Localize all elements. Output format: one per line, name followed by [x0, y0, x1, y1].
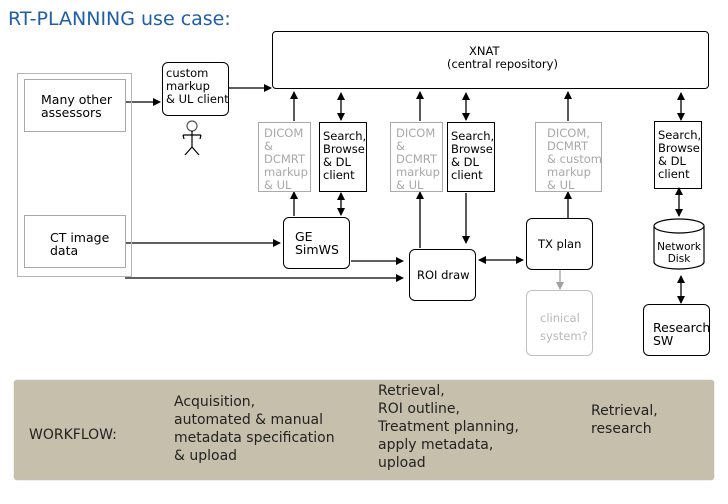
clinical-system: clinical system?: [526, 290, 593, 356]
xnat-subtitle: (central repository): [447, 57, 558, 71]
many-other-assessors: Many other assessors: [24, 79, 126, 132]
search-client-3: Search, Browse & DL client: [654, 121, 702, 189]
network-disk-icon: [653, 218, 705, 270]
ge-simws: GE SimWS: [283, 217, 350, 269]
workflow-stage-acquisition: Acquisition, automated & manual metadata…: [174, 394, 335, 464]
workflow-stage-research: Retrieval, research: [591, 403, 658, 437]
page-title: RT-PLANNING use case:: [8, 8, 231, 30]
search-client-2: Search, Browse & DL client: [447, 122, 495, 192]
dicom-markup-3: DICOM, DCMRT & custom markup & UL: [535, 122, 602, 192]
xnat-name: XNAT: [469, 44, 500, 58]
search-client-1: Search, Browse & DL client: [319, 122, 367, 192]
person-icon: [182, 120, 202, 156]
dicom-markup-1: DICOM & DCMRT markup & UL: [258, 122, 311, 192]
custom-markup-client: custom markup & UL client: [162, 62, 229, 116]
roi-draw: ROI draw: [409, 249, 476, 301]
tx-plan: TX plan: [526, 218, 593, 270]
network-disk-label: Network Disk: [657, 241, 701, 265]
dicom-markup-2: DICOM & DCMRT markup & UL: [390, 122, 443, 192]
workflow-label: WORKFLOW:: [29, 427, 117, 443]
ct-image-data: CT image data: [24, 215, 126, 268]
xnat-repository: XNAT (central repository): [272, 31, 709, 89]
sources-panel: [17, 73, 132, 277]
workflow-stage-planning: Retrieval, ROI outline, Treatment planni…: [378, 383, 519, 471]
research-sw: Research SW: [643, 304, 710, 356]
workflow-band: WORKFLOW: Acquisition, automated & manua…: [14, 380, 714, 480]
